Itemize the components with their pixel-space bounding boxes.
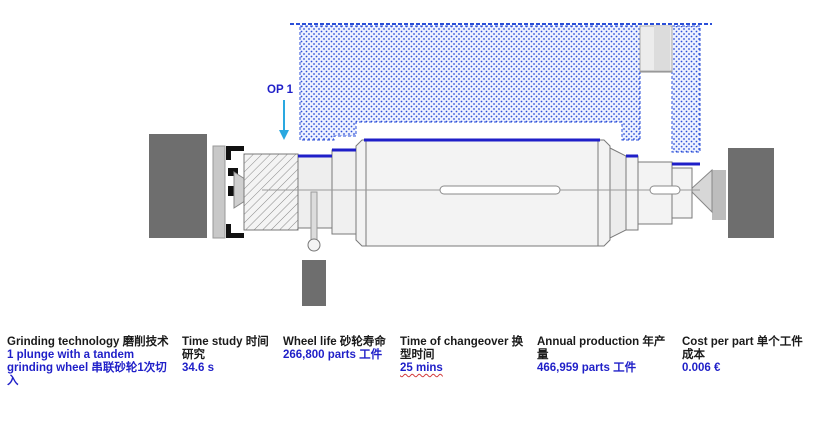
headstock-block	[149, 134, 207, 238]
stat-value: 0.006 €	[682, 362, 721, 374]
tailstock-center	[689, 168, 713, 214]
stat-wheel-life: Wheel life 砂轮寿命 266,800 parts 工件	[283, 336, 387, 362]
process-stats: Grinding technology 磨削技术 1 plunge with a…	[0, 336, 819, 416]
stat-label: Time of changeover 换型时间	[400, 336, 524, 361]
ground-surfaces	[298, 138, 700, 166]
stat-cost-per-part: Cost per part 单个工件成本 0.006 €	[682, 336, 814, 375]
stat-value: 266,800 parts 工件	[283, 349, 383, 361]
stat-label: Wheel life 砂轮寿命	[283, 336, 386, 348]
stat-annual-production: Annual production 年产量 466,959 parts 工件	[537, 336, 669, 375]
stat-label: Cost per part 单个工件成本	[682, 336, 803, 361]
plunge-arrow	[279, 100, 289, 140]
headstock-faceplate	[212, 145, 226, 239]
stat-label: Grinding technology 磨削技术	[7, 336, 169, 348]
stat-time-study: Time study 时间研究 34.6 s	[182, 336, 272, 375]
tailstock-block	[728, 148, 774, 238]
stat-label: Time study 时间研究	[182, 336, 269, 361]
stat-time-of-changeover: Time of changeover 换型时间 25 mins	[400, 336, 525, 375]
tandem-grinding-wheel	[290, 23, 712, 153]
tailstock-faceplate	[712, 170, 726, 220]
workpiece-shaft	[243, 139, 700, 247]
stat-label: Annual production 年产量	[537, 336, 666, 361]
stat-value: 466,959 parts 工件	[537, 362, 637, 374]
stat-grinding-technology: Grinding technology 磨削技术 1 plunge with a…	[7, 336, 175, 388]
grinding-diagram	[149, 23, 774, 306]
stat-value: 34.6 s	[182, 362, 214, 374]
op-label: OP 1	[267, 84, 293, 96]
stat-value: 25 mins	[400, 362, 443, 374]
stat-value: 1 plunge with a tandem grinding wheel 串联…	[7, 349, 167, 387]
gauge-post	[302, 191, 326, 306]
